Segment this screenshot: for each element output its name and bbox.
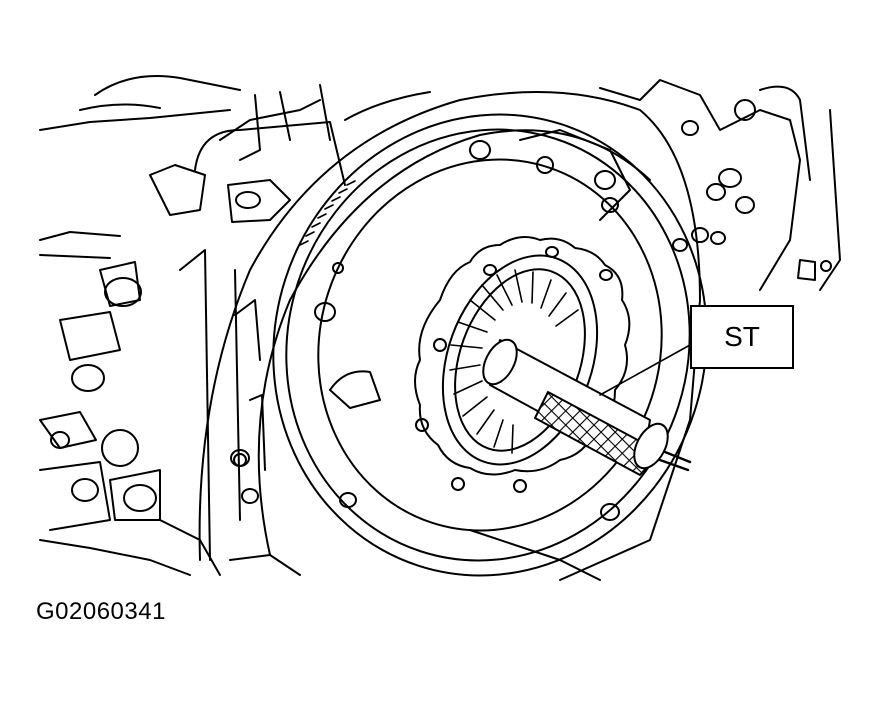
st-leader-line <box>599 344 691 396</box>
figure-id: G02060341 <box>36 598 166 625</box>
pressure-plate <box>233 113 708 577</box>
special-tool-st <box>482 338 692 476</box>
engine-block-linework <box>39 75 346 576</box>
flywheel-housing <box>198 79 841 581</box>
st-callout-label: ST <box>690 305 794 369</box>
clutch-disc <box>414 235 631 493</box>
